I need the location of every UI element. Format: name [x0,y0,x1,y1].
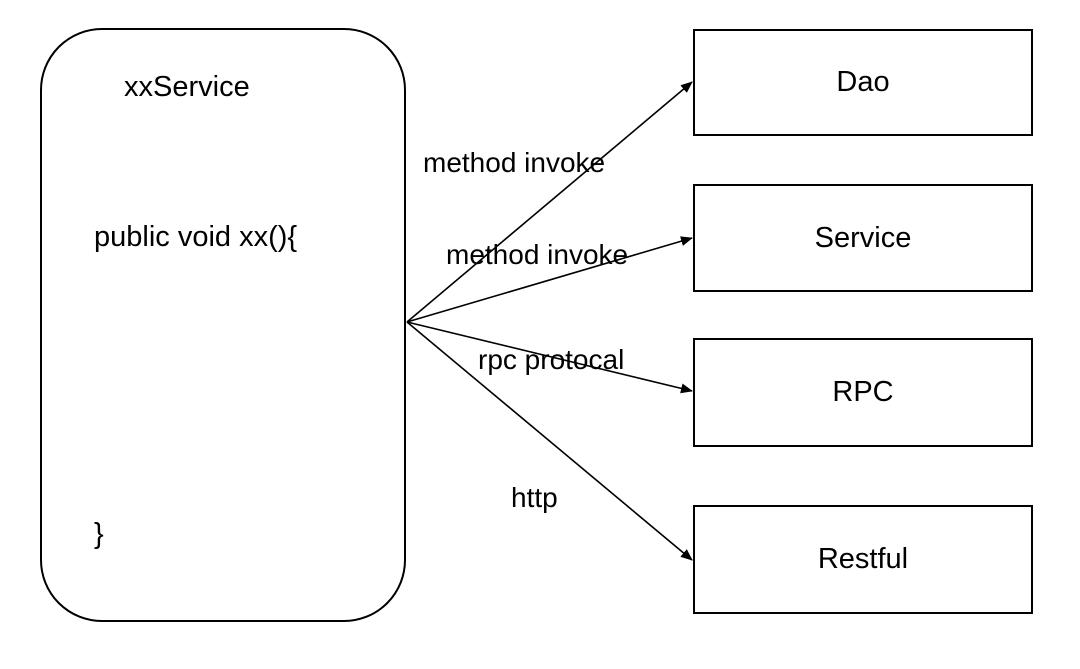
edge-arrow-restful [406,321,693,561]
edge-label-rpc: rpc protocal [478,344,625,375]
target-box-restful: Restful [693,505,1033,614]
closing-brace: } [94,518,104,550]
target-label-service: Service [814,221,912,254]
service-title: xxService [124,71,250,103]
target-label-restful: Restful [817,543,909,575]
target-box-service: Service [693,184,1033,292]
target-label-dao: Dao [836,66,890,98]
target-box-dao: Dao [693,29,1033,136]
edge-arrow-rpc [406,321,693,394]
edge-arrow-dao [406,81,693,323]
edge-label-restful: http [511,482,558,513]
method-signature: public void xx(){ [94,221,298,253]
target-box-rpc: RPC [693,338,1033,447]
edge-arrow-service [406,236,693,323]
edge-label-service: method invoke [446,239,629,270]
service-container [40,28,406,622]
edge-label-dao: method invoke [423,147,606,178]
target-label-rpc: RPC [832,376,894,408]
